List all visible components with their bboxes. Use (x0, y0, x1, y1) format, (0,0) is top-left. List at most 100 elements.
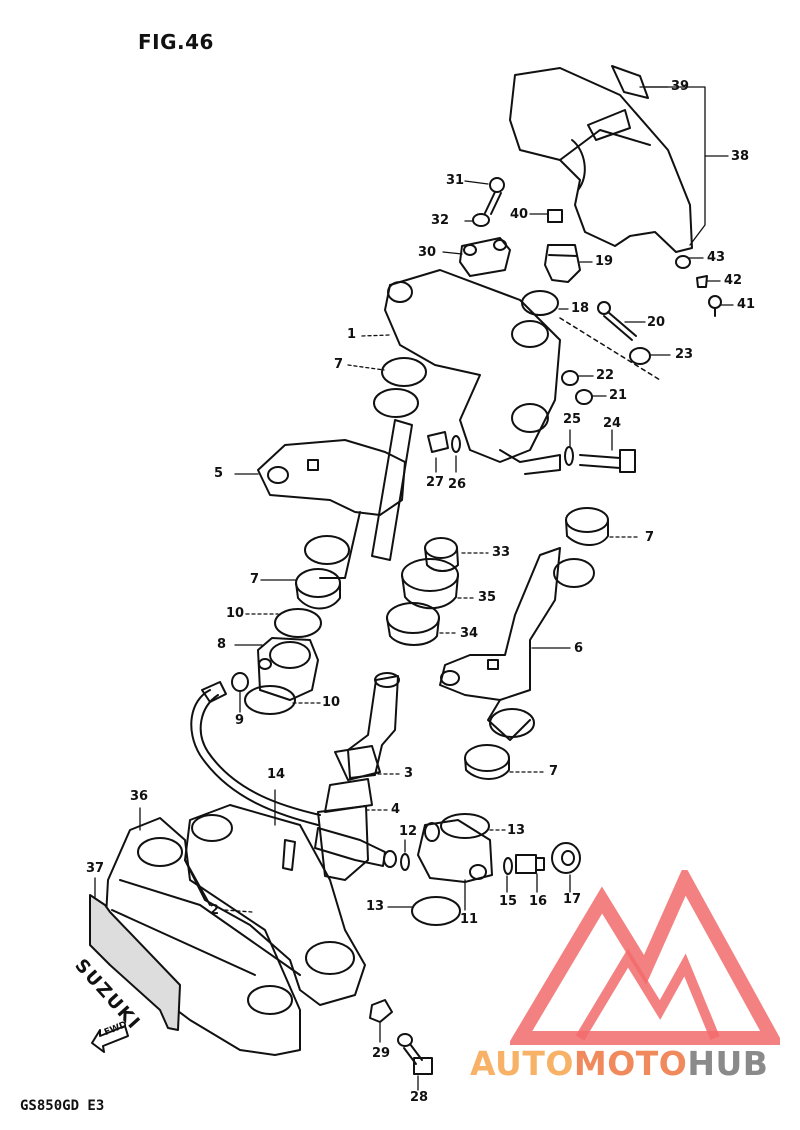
callout-33: 33 (492, 545, 511, 560)
part-39-clip (611, 65, 649, 99)
part-30-holder (459, 237, 511, 277)
callout-7-lower-left: 7 (250, 572, 260, 587)
callout-25: 25 (563, 412, 582, 427)
fwd-arrow-icon (92, 1026, 128, 1052)
part-33-bearing (425, 538, 458, 571)
part-19-cap (545, 245, 580, 282)
part-12-ring (400, 853, 410, 871)
callout-39: 39 (671, 79, 690, 94)
callout-13-lower: 13 (366, 899, 385, 914)
callout-32: 32 (431, 213, 450, 228)
callout-15: 15 (499, 894, 518, 909)
callout-37: 37 (86, 861, 105, 876)
callout-17: 17 (563, 892, 582, 907)
callout-9: 9 (235, 713, 245, 728)
part-15-washer (503, 857, 513, 875)
part-27-nut (427, 431, 449, 453)
part-22-nut (561, 370, 579, 386)
part-8-fork-cover (258, 638, 318, 700)
callout-38: 38 (731, 149, 750, 164)
callout-28: 28 (410, 1090, 429, 1105)
callout-35: 35 (478, 590, 497, 605)
part-10-oring-lower (244, 685, 296, 715)
callout-27: 27 (426, 475, 445, 490)
part-34-bearing-race (387, 603, 439, 645)
callout-2: 2 (210, 903, 220, 918)
callout-7-upper-left: 7 (334, 357, 344, 372)
callout-1: 1 (347, 327, 357, 342)
part-14-brake-hose (191, 682, 396, 867)
part-42-clip (696, 275, 708, 288)
part-21-nut (575, 389, 593, 405)
callout-30: 30 (418, 245, 437, 260)
part-20-bolt (598, 302, 636, 340)
part-11-joint (418, 820, 492, 882)
part-9-ring (231, 672, 249, 692)
callout-13-upper: 13 (507, 823, 526, 838)
part-7-ring-upper-right (565, 507, 609, 533)
part-17-union (552, 843, 580, 873)
watermark-logo-icon (510, 870, 780, 1045)
watermark-auto: AUTO (470, 1044, 574, 1083)
figure-title: FIG.46 (138, 30, 214, 54)
callout-7-upper-right: 7 (645, 530, 655, 545)
model-code: GS850GD E3 (20, 1098, 105, 1114)
callout-4: 4 (391, 802, 401, 817)
part-3-steering-stem (318, 673, 399, 880)
callout-10-lower: 10 (322, 695, 341, 710)
callout-34: 34 (460, 626, 479, 641)
callout-20: 20 (647, 315, 666, 330)
part-38-cover (510, 68, 692, 252)
part-7-ring-lower-left (304, 535, 350, 565)
part-43-rubber (675, 255, 691, 269)
callout-29: 29 (372, 1046, 391, 1061)
part-10-oring-upper (274, 608, 322, 638)
watermark-moto: MOTO (573, 1044, 688, 1083)
part-5-left-bracket (258, 420, 412, 578)
callout-16: 16 (529, 894, 548, 909)
callout-12: 12 (399, 824, 418, 839)
callout-41: 41 (737, 297, 756, 312)
part-23-washer (629, 347, 651, 365)
callout-24: 24 (603, 416, 622, 431)
part-18-washer (521, 290, 559, 316)
callout-21: 21 (609, 388, 628, 403)
callout-31: 31 (446, 173, 465, 188)
part-6-right-bracket (440, 548, 560, 740)
callout-10-upper: 10 (226, 606, 245, 621)
watermark-text: AUTOMOTOHUB (470, 1044, 768, 1083)
part-29-nut (369, 999, 393, 1023)
part-26-washer (451, 435, 461, 453)
callout-22: 22 (596, 368, 615, 383)
part-13-oring-lower (411, 896, 461, 926)
callout-14: 14 (267, 767, 286, 782)
callout-8: 8 (217, 637, 227, 652)
callout-36: 36 (130, 789, 149, 804)
callout-19: 19 (595, 254, 614, 269)
part-16-bolt (516, 855, 544, 873)
callout-18: 18 (571, 301, 590, 316)
part-37-emblem-plate (89, 894, 181, 1031)
part-1-upper-bracket (385, 270, 560, 474)
callout-5: 5 (214, 466, 224, 481)
part-13-oring-upper (440, 813, 490, 839)
part-7-ring-lower-right (489, 708, 535, 738)
callout-7-lower-right: 7 (549, 764, 559, 779)
part-32-washer (472, 213, 490, 227)
callout-3: 3 (404, 766, 414, 781)
callout-23: 23 (675, 347, 694, 362)
callout-11: 11 (460, 912, 479, 927)
part-7-ring-upper-left (381, 357, 427, 387)
part-40-nut (547, 209, 563, 223)
callout-43: 43 (707, 250, 726, 265)
callout-42: 42 (724, 273, 743, 288)
part-31-bolt (485, 178, 504, 214)
callout-26: 26 (448, 477, 467, 492)
part-24-bolt (580, 450, 635, 472)
callout-6: 6 (574, 641, 584, 656)
part-25-washer (564, 446, 574, 466)
part-41-screw (709, 296, 721, 316)
part-28-bolt (398, 1034, 432, 1074)
